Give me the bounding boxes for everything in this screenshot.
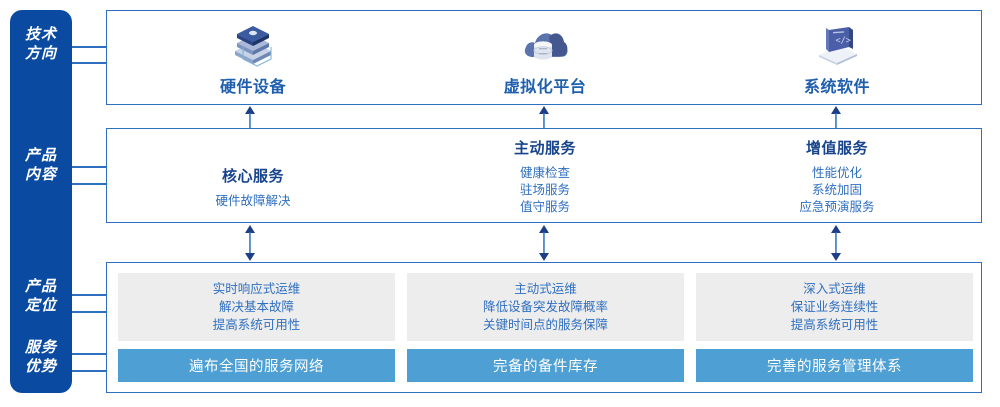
- tech-direction-panel: 硬件设备 虚拟化平台: [106, 10, 982, 105]
- svg-text:</>: </>: [836, 36, 851, 46]
- positioning-box-2[interactable]: 主动式运维 降低设备突发故障概率 关键时间点的服务保障: [407, 273, 684, 341]
- connector-tech-bottom: [62, 62, 114, 64]
- content-column-core-service[interactable]: 核心服务 硬件故障解决: [107, 129, 399, 224]
- connector-advantage-top: [62, 353, 114, 355]
- rail-label-line: 方向: [24, 45, 57, 62]
- content-column-value-added-service[interactable]: 增值服务 性能优化 系统加固 应急预演服务: [691, 129, 983, 224]
- content-item: 性能优化: [811, 166, 862, 180]
- content-item: 硬件故障解决: [215, 194, 291, 208]
- arrow-up-virtualization: [538, 106, 550, 133]
- connector-position-top: [62, 294, 114, 296]
- advantage-bar-1[interactable]: 遍布全国的服务网络: [118, 349, 395, 382]
- positioning-line: 深入式运维: [803, 282, 866, 296]
- content-title-proactive-service: 主动服务: [513, 140, 576, 157]
- tech-column-virtualization[interactable]: 虚拟化平台: [399, 11, 691, 106]
- rail-label-line: 产品: [24, 278, 57, 295]
- rail-label-line: 产品: [24, 147, 57, 164]
- bottom-column-3: 深入式运维 保证业务连续性 提高系统可用性 完善的服务管理体系: [696, 273, 973, 382]
- rail-label-tech-direction: 技术 方向: [10, 25, 72, 63]
- arrow-bidirectional-virtualization: [538, 225, 550, 266]
- rail-label-line: 服务: [24, 339, 57, 356]
- tech-column-system-software[interactable]: </> 系统软件: [691, 11, 983, 106]
- positioning-line: 关键时间点的服务保障: [482, 318, 608, 332]
- server-stack-icon: [227, 21, 279, 67]
- rail-label-line: 技术: [24, 26, 57, 43]
- connector-position-bottom: [62, 311, 114, 313]
- positioning-line: 提高系统可用性: [790, 318, 879, 332]
- product-content-panel: 核心服务 硬件故障解决 主动服务 健康检查 驻场服务 值守服务 增值服务 性能优…: [106, 128, 982, 223]
- content-title-value-added-service: 增值服务: [805, 140, 868, 157]
- category-rail: [10, 10, 72, 393]
- connector-tech-top: [62, 46, 114, 48]
- rail-label-product-positioning: 产品 定位: [10, 277, 72, 315]
- rail-label-line: 定位: [24, 297, 57, 314]
- rail-label-line: 内容: [24, 166, 57, 183]
- positioning-line: 实时响应式运维: [212, 282, 301, 296]
- content-item: 值守服务: [519, 200, 570, 214]
- advantage-bar-3[interactable]: 完善的服务管理体系: [696, 349, 973, 382]
- arrow-up-system-software: [830, 106, 842, 133]
- positioning-line: 主动式运维: [514, 282, 577, 296]
- rail-label-service-advantage: 服务 优势: [10, 338, 72, 376]
- arrow-up-hardware: [244, 106, 256, 133]
- arrow-bidirectional-hardware: [244, 225, 256, 266]
- positioning-box-1[interactable]: 实时响应式运维 解决基本故障 提高系统可用性: [118, 273, 395, 341]
- content-title-core-service: 核心服务: [221, 168, 284, 185]
- tech-title-virtualization: 虚拟化平台: [503, 78, 587, 96]
- content-item: 系统加固: [811, 183, 862, 197]
- positioning-box-3[interactable]: 深入式运维 保证业务连续性 提高系统可用性: [696, 273, 973, 341]
- content-item: 驻场服务: [519, 183, 570, 197]
- advantage-bar-2[interactable]: 完备的备件库存: [407, 349, 684, 382]
- connector-content-bottom: [62, 183, 114, 185]
- tech-title-system-software: 系统软件: [803, 78, 870, 96]
- content-item: 应急预演服务: [799, 200, 875, 214]
- bottom-column-1: 实时响应式运维 解决基本故障 提高系统可用性 遍布全国的服务网络: [118, 273, 395, 382]
- tech-column-hardware[interactable]: 硬件设备: [107, 11, 399, 106]
- content-column-proactive-service[interactable]: 主动服务 健康检查 驻场服务 值守服务: [399, 129, 691, 224]
- rail-label-line: 优势: [24, 358, 57, 375]
- bottom-column-2: 主动式运维 降低设备突发故障概率 关键时间点的服务保障 完备的备件库存: [407, 273, 684, 382]
- positioning-line: 解决基本故障: [218, 300, 294, 314]
- connector-advantage-bottom: [62, 370, 114, 372]
- laptop-code-icon: </>: [811, 21, 863, 67]
- positioning-advantage-panel: 实时响应式运维 解决基本故障 提高系统可用性 遍布全国的服务网络 主动式运维 降…: [106, 262, 982, 393]
- content-item: 健康检查: [519, 166, 570, 180]
- rail-label-product-content: 产品 内容: [10, 146, 72, 184]
- positioning-line: 降低设备突发故障概率: [482, 300, 608, 314]
- cloud-database-icon: [519, 21, 571, 67]
- positioning-line: 提高系统可用性: [212, 318, 301, 332]
- connector-content-top: [62, 166, 114, 168]
- arrow-bidirectional-system-software: [830, 225, 842, 266]
- tech-title-hardware: 硬件设备: [219, 78, 286, 96]
- positioning-line: 保证业务连续性: [790, 300, 879, 314]
